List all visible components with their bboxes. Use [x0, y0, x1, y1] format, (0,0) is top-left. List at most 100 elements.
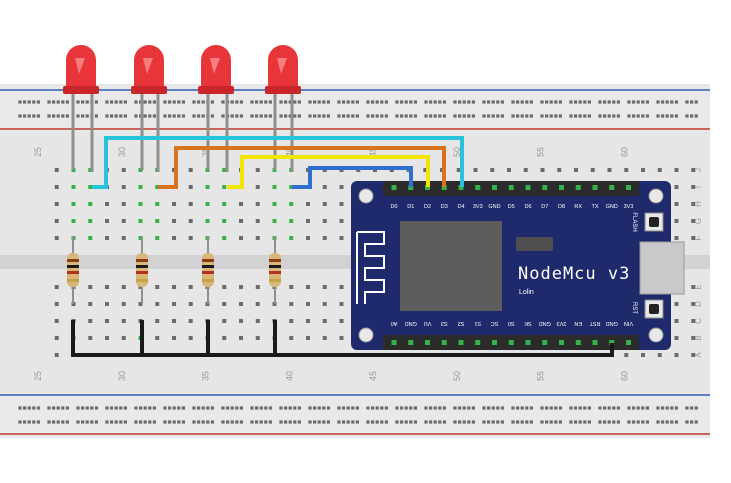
rail-hole: [181, 406, 185, 410]
rail-hole: [598, 420, 602, 424]
rail-hole: [61, 114, 65, 118]
rail-hole: [192, 114, 196, 118]
led-3: [198, 45, 234, 94]
breadboard-hole: [138, 236, 143, 240]
rail-hole: [27, 100, 31, 104]
breadboard-hole: [272, 202, 277, 206]
bottom-pin-pad: [609, 340, 615, 345]
flash-button-cap: [649, 217, 659, 227]
rail-hole: [56, 406, 60, 410]
rail-hole: [574, 100, 578, 104]
rail-hole: [123, 114, 127, 118]
rail-hole: [47, 406, 51, 410]
top-pin-label: D6: [524, 204, 531, 210]
breadboard-hole: [121, 285, 126, 289]
rail-hole: [110, 406, 114, 410]
breadboard-hole: [121, 336, 126, 340]
column-label-top: 60: [619, 147, 629, 157]
rail-hole: [400, 114, 404, 118]
rail-hole: [313, 100, 317, 104]
rail-hole: [210, 420, 214, 424]
top-pin-label: GND: [606, 204, 618, 210]
rail-hole: [429, 114, 433, 118]
rail-hole: [545, 420, 549, 424]
rail-hole: [380, 100, 384, 104]
rst-button-cap: [649, 304, 659, 314]
top-pin-pad: [525, 185, 531, 190]
rail-hole: [201, 420, 205, 424]
rail-hole: [641, 406, 645, 410]
rail-hole: [322, 406, 326, 410]
rail-hole: [471, 406, 475, 410]
rail-hole: [297, 114, 301, 118]
row-letter: J: [694, 168, 703, 172]
rst-label: RST: [631, 302, 637, 314]
rail-hole: [221, 420, 225, 424]
breadboard-hole: [691, 336, 696, 340]
rail-hole: [525, 406, 529, 410]
rail-hole: [482, 406, 486, 410]
rail-hole: [197, 100, 201, 104]
rail-hole: [616, 100, 620, 104]
led-4: [265, 45, 301, 94]
breadboard-hole: [54, 185, 59, 189]
rail-hole: [317, 420, 321, 424]
rail-hole: [119, 406, 123, 410]
rail-hole: [76, 100, 80, 104]
rail-hole: [429, 420, 433, 424]
rail-hole: [27, 114, 31, 118]
rail-hole: [308, 406, 312, 410]
rail-hole: [627, 420, 631, 424]
breadboard-hole: [172, 319, 176, 323]
breadboard-hole: [188, 302, 193, 306]
breadboard-hole: [88, 336, 93, 340]
rail-hole: [674, 100, 678, 104]
rail-hole: [636, 114, 640, 118]
rail-hole: [163, 100, 167, 104]
rail-hole: [18, 114, 22, 118]
breadboard-hole: [155, 236, 160, 240]
rail-hole: [424, 406, 428, 410]
rail-hole: [264, 406, 268, 410]
rail-hole: [612, 420, 616, 424]
breadboard-hole: [54, 285, 59, 289]
breadboard-hole: [155, 319, 160, 323]
rail-hole: [297, 406, 301, 410]
rail-hole: [81, 406, 85, 410]
rail-hole: [540, 420, 544, 424]
rail-hole: [134, 406, 138, 410]
rail-hole: [351, 100, 355, 104]
breadboard-hole: [255, 285, 260, 289]
rail-hole: [627, 406, 631, 410]
rail-hole: [210, 100, 214, 104]
rail-hole: [268, 100, 272, 104]
board-subtitle: Lolin: [519, 289, 534, 296]
breadboard-hole: [306, 202, 310, 206]
rail-hole: [201, 406, 205, 410]
breadboard-hole: [322, 319, 327, 323]
top-pin-pad: [508, 185, 514, 190]
breadboard-hole: [188, 319, 193, 323]
resistors: [67, 236, 281, 304]
rail-hole: [375, 100, 379, 104]
rail-hole: [317, 114, 321, 118]
breadboard-hole: [188, 236, 193, 240]
bottom-pin-pad: [441, 340, 447, 345]
column-label-top: 40: [284, 147, 294, 157]
breadboard-hole: [289, 236, 294, 240]
wire-orange: [158, 146, 446, 189]
rail-hole: [65, 100, 69, 104]
rail-hole: [482, 114, 486, 118]
rail-hole: [284, 100, 288, 104]
rail-hole: [371, 100, 375, 104]
bottom-pin-label: GND: [539, 320, 551, 326]
rail-hole: [337, 100, 341, 104]
rail-hole: [661, 100, 665, 104]
led-1-legs: [71, 90, 94, 172]
rail-hole: [685, 406, 689, 410]
rail-hole: [279, 100, 283, 104]
breadboard-hole: [255, 202, 260, 206]
rail-hole: [27, 406, 31, 410]
rail-hole: [36, 406, 40, 410]
rail-hole: [603, 100, 607, 104]
